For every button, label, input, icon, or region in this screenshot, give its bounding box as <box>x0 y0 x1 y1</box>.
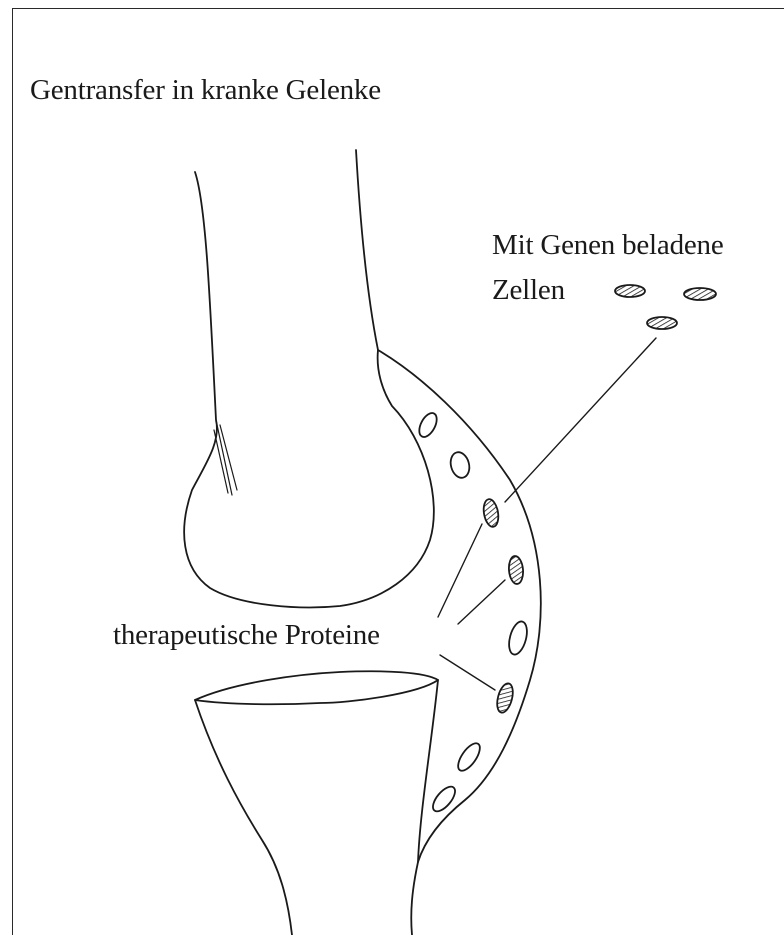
lower-bone <box>195 671 438 935</box>
gene-loaded-cell <box>684 288 716 300</box>
gene-loaded-cell <box>508 555 524 584</box>
synovial-cell <box>454 740 484 774</box>
synovial-cell <box>429 783 459 815</box>
synovial-cell <box>416 410 441 440</box>
gene-loaded-cells-legend <box>615 285 716 329</box>
cells-label-line1: Mit Genen beladene <box>492 231 724 260</box>
gene-loaded-cell <box>494 682 515 715</box>
synovial-cell <box>506 620 530 657</box>
joint-capsule <box>378 350 541 862</box>
leader-lines <box>438 338 656 690</box>
proteins-label: therapeutische Proteine <box>113 621 380 650</box>
protein-leader-line <box>438 524 482 617</box>
upper-bone <box>184 150 434 607</box>
gene-loaded-cell <box>647 317 677 329</box>
protein-leader-line <box>458 580 505 624</box>
figure-title: Gentransfer in kranke Gelenke <box>30 76 381 105</box>
synovial-cell <box>448 450 472 480</box>
gene-loaded-cells-joint <box>482 498 525 714</box>
protein-leader-line <box>440 655 495 690</box>
gene-loaded-cell <box>482 498 501 528</box>
gene-loaded-cell <box>615 285 645 297</box>
cells-label-line2: Zellen <box>492 276 565 305</box>
cells-leader-line <box>505 338 656 502</box>
synovial-cells <box>416 410 530 815</box>
